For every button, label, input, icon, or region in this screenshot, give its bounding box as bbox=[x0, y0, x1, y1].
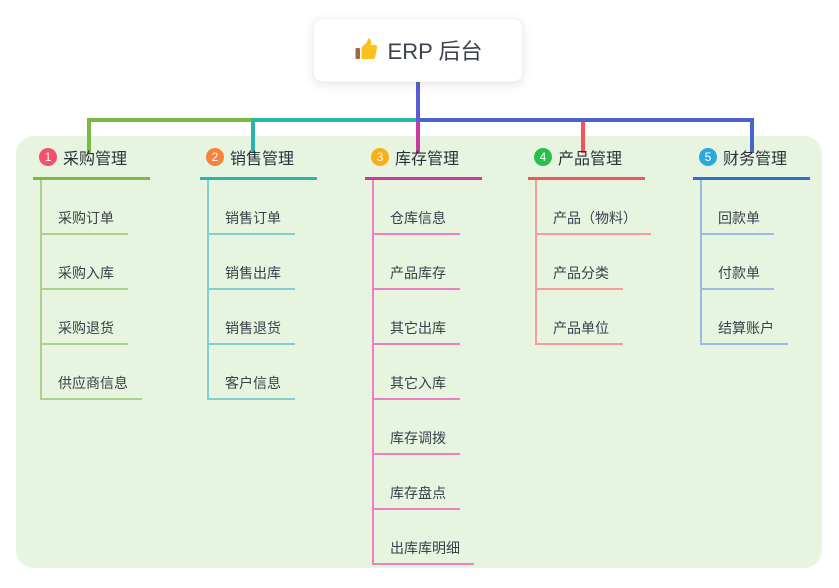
child-label: 库存调拨 bbox=[390, 430, 446, 446]
branch-title: 销售管理 bbox=[230, 151, 295, 168]
child-label: 客户信息 bbox=[225, 375, 281, 391]
root-node[interactable]: ERP 后台 bbox=[313, 18, 523, 82]
branch-title: 库存管理 bbox=[395, 151, 460, 168]
child-label: 库存盘点 bbox=[390, 485, 446, 501]
branch-number-badge: 5 bbox=[699, 148, 717, 166]
child-node[interactable]: 销售订单 bbox=[209, 180, 295, 235]
child-node[interactable]: 库存调拨 bbox=[374, 400, 460, 455]
branch-children: 采购订单 采购入库 采购退货 供应商信息 bbox=[40, 180, 150, 400]
branch-title: 产品管理 bbox=[558, 151, 623, 168]
child-label: 产品（物料） bbox=[553, 210, 637, 226]
child-node[interactable]: 产品（物料） bbox=[537, 180, 651, 235]
child-label: 采购入库 bbox=[58, 265, 114, 281]
child-node[interactable]: 库存盘点 bbox=[374, 455, 460, 510]
child-label: 产品库存 bbox=[390, 265, 446, 281]
child-node[interactable]: 付款单 bbox=[702, 235, 774, 290]
branch-number-badge: 4 bbox=[534, 148, 552, 166]
branch-header[interactable]: 4 产品管理 bbox=[528, 145, 645, 180]
branch-4: 4 产品管理 产品（物料） 产品分类 产品单位 bbox=[528, 145, 651, 345]
branch-5: 5 财务管理 回款单 付款单 结算账户 bbox=[693, 145, 810, 345]
thumbs-up-icon bbox=[354, 38, 378, 62]
child-node[interactable]: 产品单位 bbox=[537, 290, 623, 345]
child-node[interactable]: 采购入库 bbox=[42, 235, 128, 290]
child-node[interactable]: 采购订单 bbox=[42, 180, 128, 235]
branch-header[interactable]: 5 财务管理 bbox=[693, 145, 810, 180]
branch-drop-line-2 bbox=[251, 122, 255, 153]
child-label: 采购订单 bbox=[58, 210, 114, 226]
root-label: ERP 后台 bbox=[387, 39, 483, 64]
branch-header[interactable]: 2 销售管理 bbox=[200, 145, 317, 180]
branch-children: 产品（物料） 产品分类 产品单位 bbox=[535, 180, 651, 345]
branch-drop-line-5 bbox=[750, 118, 754, 153]
branch-drop-line-3 bbox=[416, 122, 420, 153]
branch-title: 财务管理 bbox=[723, 151, 788, 168]
child-node[interactable]: 回款单 bbox=[702, 180, 774, 235]
branch-number-badge: 1 bbox=[39, 148, 57, 166]
branch-1: 1 采购管理 采购订单 采购入库 采购退货 供应商信息 bbox=[33, 145, 150, 400]
child-label: 产品单位 bbox=[553, 320, 609, 336]
bus-segment-1 bbox=[87, 118, 255, 122]
branch-number-badge: 3 bbox=[371, 148, 389, 166]
child-node[interactable]: 出库库明细 bbox=[374, 510, 474, 565]
branch-drop-line-1 bbox=[87, 118, 91, 153]
branch-2: 2 销售管理 销售订单 销售出库 销售退货 客户信息 bbox=[200, 145, 317, 400]
child-node[interactable]: 客户信息 bbox=[209, 345, 295, 400]
child-label: 结算账户 bbox=[718, 320, 774, 336]
child-label: 付款单 bbox=[718, 265, 760, 281]
root-drop-line bbox=[416, 82, 420, 122]
child-node[interactable]: 销售出库 bbox=[209, 235, 295, 290]
branch-3: 3 库存管理 仓库信息 产品库存 其它出库 其它入库 库存调拨 库存盘点 出库库… bbox=[365, 145, 482, 565]
child-label: 采购退货 bbox=[58, 320, 114, 336]
child-label: 供应商信息 bbox=[58, 375, 128, 391]
child-node[interactable]: 产品分类 bbox=[537, 235, 623, 290]
branch-number-badge: 2 bbox=[206, 148, 224, 166]
branch-children: 销售订单 销售出库 销售退货 客户信息 bbox=[207, 180, 317, 400]
branch-children: 回款单 付款单 结算账户 bbox=[700, 180, 810, 345]
bus-segment-2 bbox=[251, 118, 416, 122]
child-label: 其它出库 bbox=[390, 320, 446, 336]
branch-drop-line-4 bbox=[581, 122, 585, 153]
child-label: 销售出库 bbox=[225, 265, 281, 281]
child-label: 仓库信息 bbox=[390, 210, 446, 226]
child-node[interactable]: 销售退货 bbox=[209, 290, 295, 345]
child-node[interactable]: 其它出库 bbox=[374, 290, 460, 345]
bus-segment-3 bbox=[420, 118, 754, 122]
child-label: 出库库明细 bbox=[390, 540, 460, 556]
child-label: 销售订单 bbox=[225, 210, 281, 226]
child-label: 销售退货 bbox=[225, 320, 281, 336]
branch-children: 仓库信息 产品库存 其它出库 其它入库 库存调拨 库存盘点 出库库明细 bbox=[372, 180, 482, 565]
branch-header[interactable]: 1 采购管理 bbox=[33, 145, 150, 180]
branches-panel bbox=[16, 136, 822, 568]
branch-title: 采购管理 bbox=[63, 151, 128, 168]
child-label: 产品分类 bbox=[553, 265, 609, 281]
child-node[interactable]: 结算账户 bbox=[702, 290, 788, 345]
child-node[interactable]: 仓库信息 bbox=[374, 180, 460, 235]
branch-header[interactable]: 3 库存管理 bbox=[365, 145, 482, 180]
child-node[interactable]: 产品库存 bbox=[374, 235, 460, 290]
child-label: 回款单 bbox=[718, 210, 760, 226]
child-node[interactable]: 供应商信息 bbox=[42, 345, 142, 400]
child-node[interactable]: 其它入库 bbox=[374, 345, 460, 400]
child-label: 其它入库 bbox=[390, 375, 446, 391]
child-node[interactable]: 采购退货 bbox=[42, 290, 128, 345]
